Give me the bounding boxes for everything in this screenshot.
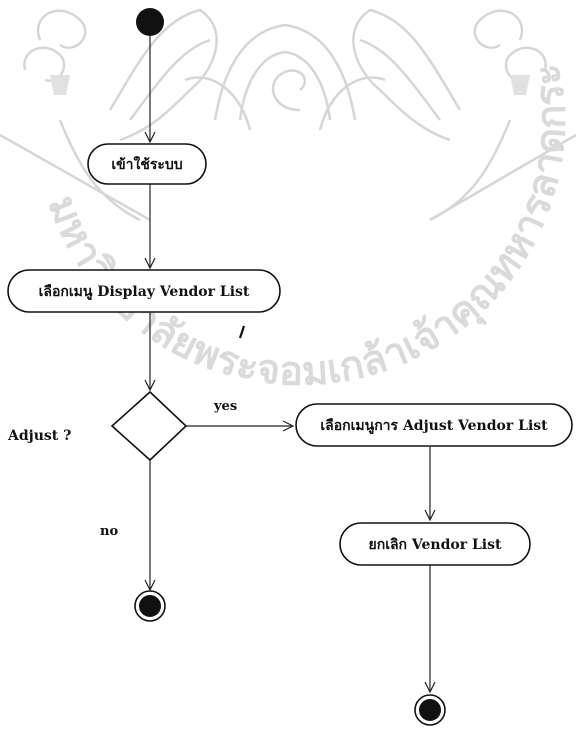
guard-no-label: no — [100, 524, 118, 539]
final-node-yes — [414, 694, 446, 726]
guard-yes-label: yes — [213, 399, 237, 414]
edges — [150, 36, 430, 692]
action-display-vendor-list-label: เลือกเมนู Display Vendor List — [39, 284, 250, 300]
action-login-label: เข้าใช้ระบบ — [111, 155, 182, 173]
action-cancel-vendor-list: ยกเลิก Vendor List — [339, 522, 531, 566]
action-cancel-vendor-list-label: ยกเลิก Vendor List — [369, 537, 502, 553]
initial-node — [136, 8, 164, 36]
action-adjust-vendor-list-label: เลือกเมนูการ Adjust Vendor List — [320, 418, 548, 434]
watermark-seal: มหาวิทยาลัยพระจอมเกล้าเจ้าคุณทหารลาดกระบ… — [0, 0, 576, 395]
scan-mark — [238, 325, 246, 339]
decision-node — [110, 390, 188, 462]
watermark-text: มหาวิทยาลัยพระจอมเกล้าเจ้าคุณทหารลาดกระบ… — [0, 0, 575, 395]
action-login: เข้าใช้ระบบ — [87, 143, 207, 185]
action-display-vendor-list: เลือกเมนู Display Vendor List — [7, 269, 281, 313]
watermark-emblem-icon — [0, 8, 576, 222]
decision-label: Adjust ? — [7, 428, 71, 444]
final-node-no — [134, 590, 166, 622]
action-adjust-vendor-list: เลือกเมนูการ Adjust Vendor List — [295, 403, 573, 447]
